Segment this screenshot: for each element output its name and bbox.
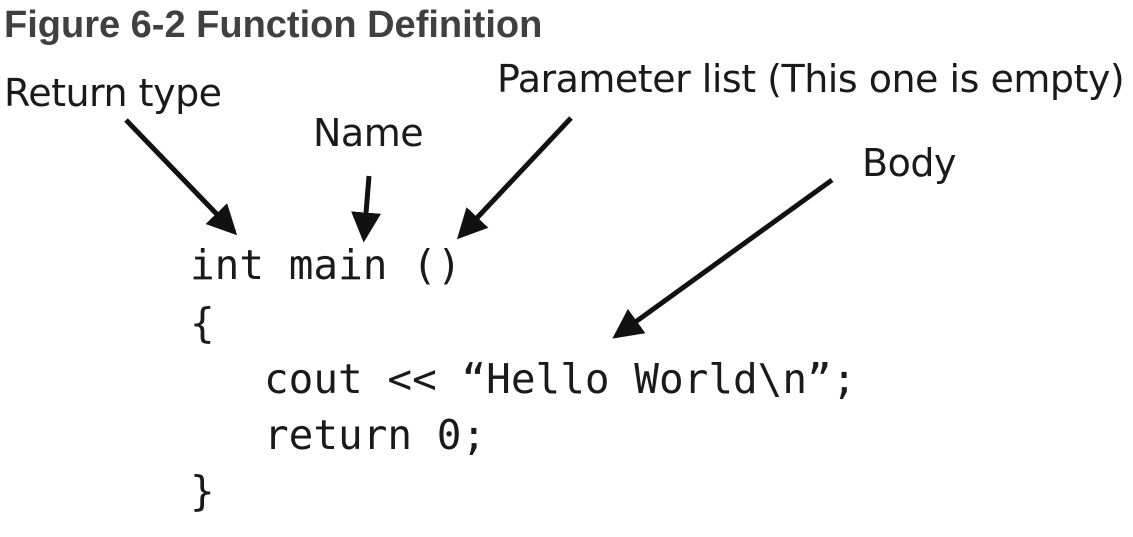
code-line-return: return 0; [264, 411, 487, 459]
figure-title: Figure 6-2 Function Definition [4, 4, 543, 46]
arrow-return-type [124, 118, 238, 236]
label-return-type: Return type [4, 71, 222, 115]
code-line-open-brace: { [190, 299, 215, 347]
label-body: Body [862, 141, 956, 185]
code-line-close-brace: } [190, 467, 215, 515]
code-line-signature: int main () [190, 241, 462, 289]
code-line-cout: cout << “Hello World\n”; [264, 355, 857, 403]
arrow-parameter-list [456, 116, 573, 240]
arrow-body [612, 177, 834, 339]
label-name: Name [313, 111, 424, 155]
label-parameter-list: Parameter list (This one is empty) [497, 57, 1125, 101]
arrow-name [351, 175, 382, 243]
